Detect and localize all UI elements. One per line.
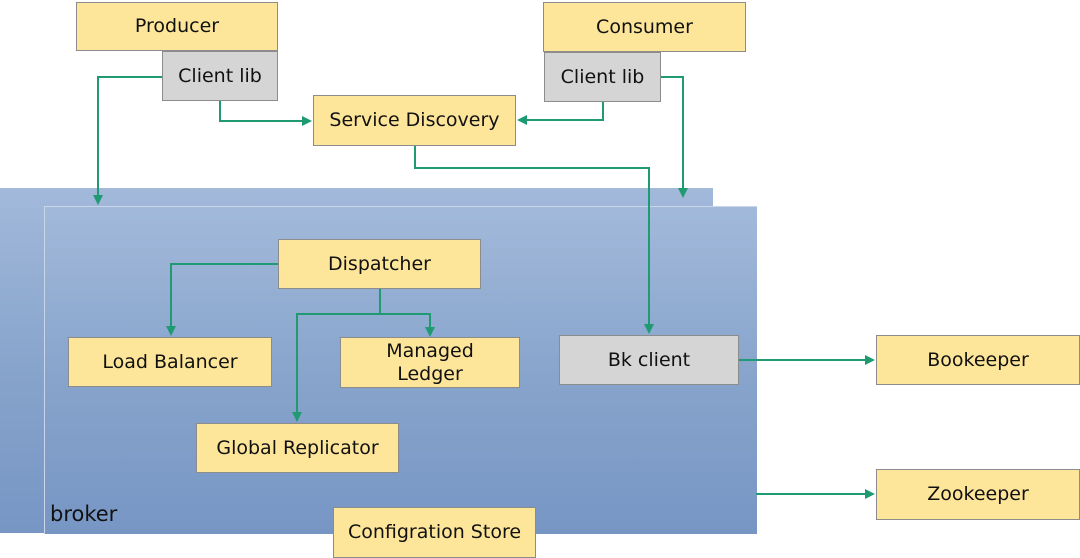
arrow-dispatcher-to-managed-ledger [379,288,435,337]
configuration-store-box: Configration Store [333,507,536,558]
bookkeeper-label: Bookeeper [927,348,1029,371]
bk-client-box: Bk client [559,335,739,385]
producer-client-lib-label: Client lib [178,64,262,87]
bk-client-label: Bk client [607,348,691,371]
global-replicator-box: Global Replicator [196,423,399,473]
arrow-producer-to-broker [93,76,162,205]
producer-box: Producer [76,2,278,51]
consumer-box: Consumer [543,2,746,52]
arrow-dispatcher-to-load-balancer [166,263,278,336]
arrow-service-discovery-to-bk-client [414,146,654,334]
arrow-dispatcher-to-global-replicator [292,313,380,422]
service-discovery-label: Service Discovery [329,109,500,132]
zookeeper-box: Zookeeper [876,469,1080,520]
producer-label: Producer [134,15,220,38]
producer-client-lib-box: Client lib [162,51,278,101]
configuration-store-label: Configration Store [347,521,522,544]
managed-ledger-box: Managed Ledger [340,337,520,388]
load-balancer-label: Load Balancer [102,350,238,373]
arrow-consumer-to-service-discovery [517,101,604,125]
dispatcher-box: Dispatcher [278,239,481,289]
managed-ledger-label-line2: Ledger [397,362,463,385]
load-balancer-box: Load Balancer [68,337,272,387]
arrow-producer-to-service-discovery [219,101,312,126]
consumer-client-lib-label: Client lib [560,65,645,88]
arrow-consumer-to-broker [661,76,688,198]
bookkeeper-box: Bookeeper [876,335,1080,385]
managed-ledger-label-line1: Managed [386,339,474,362]
consumer-client-lib-box: Client lib [544,52,661,102]
broker-label: broker [50,502,118,526]
global-replicator-label: Global Replicator [216,436,379,459]
zookeeper-label: Zookeeper [927,483,1029,506]
consumer-label: Consumer [596,15,693,38]
dispatcher-label: Dispatcher [328,252,431,275]
service-discovery-box: Service Discovery [313,95,516,146]
